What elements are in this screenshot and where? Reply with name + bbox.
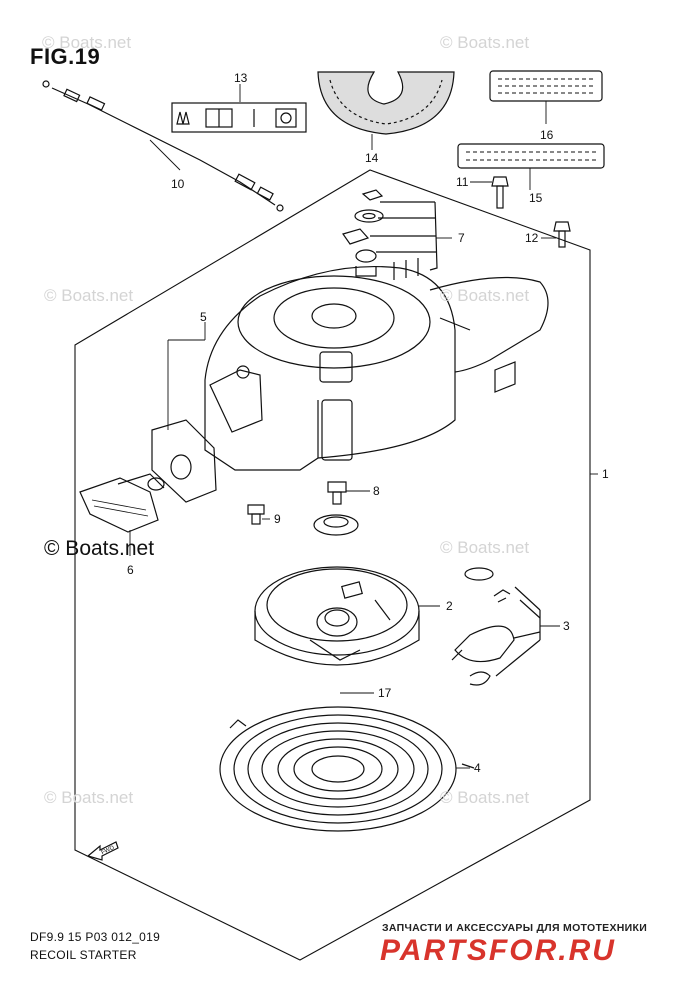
callout-6: 6	[127, 563, 134, 577]
pawl-set	[451, 567, 541, 686]
pawl-kit	[342, 189, 438, 280]
callout-13: 13	[234, 71, 248, 85]
callout-17: 17	[378, 686, 392, 700]
callout-15: 15	[529, 191, 543, 205]
callout-9: 9	[274, 512, 281, 526]
label-15	[457, 143, 605, 169]
fwd-arrow	[86, 841, 119, 861]
callout-12: 12	[525, 231, 539, 245]
figure-code: DF9.9 15 P03 012_019	[30, 930, 161, 944]
callout-16: 16	[540, 128, 554, 142]
callout-14: 14	[365, 151, 379, 165]
figure-title: FIG.19	[30, 44, 101, 69]
watermark: © Boats.net	[440, 788, 530, 807]
watermark: © Boats.net	[44, 286, 134, 305]
watermark-strong: © Boats.net	[44, 537, 155, 560]
brand-caption: ЗАПЧАСТИ И АКСЕССУАРЫ ДЛЯ МОТОТЕХНИКИ	[382, 922, 648, 934]
callout-5: 5	[200, 310, 207, 324]
bolt-9	[247, 504, 265, 525]
watermark: © Boats.net	[44, 788, 134, 807]
callout-4: 4	[474, 761, 481, 775]
callout-1: 1	[602, 467, 609, 481]
bolt-8	[327, 481, 347, 505]
callout-3: 3	[563, 619, 570, 633]
callout-10: 10	[171, 177, 185, 191]
starter-reel	[254, 566, 420, 666]
callout-8: 8	[373, 484, 380, 498]
starter-handle	[79, 419, 217, 533]
brand-logo: PARTSFOR.RU	[380, 934, 616, 967]
starter-case	[204, 265, 549, 471]
curved-label	[317, 71, 455, 135]
watermark: © Boats.net	[42, 33, 132, 52]
bolt-12	[553, 221, 571, 248]
figure-name: RECOIL STARTER	[30, 948, 137, 962]
fwd-text: FWD	[101, 845, 117, 856]
ratchet-cover	[313, 514, 359, 536]
bolt-11	[491, 176, 509, 209]
warning-label	[171, 102, 307, 133]
watermark: © Boats.net	[440, 286, 530, 305]
callout-11: 11	[456, 175, 469, 189]
watermark: © Boats.net	[440, 538, 530, 557]
callout-7: 7	[458, 231, 465, 245]
callout-2: 2	[446, 599, 453, 613]
assembly-frame	[74, 169, 591, 961]
starter-cable	[42, 80, 284, 212]
watermark: © Boats.net	[440, 33, 530, 52]
recoil-spring	[219, 706, 475, 832]
leader-lines	[129, 84, 598, 769]
